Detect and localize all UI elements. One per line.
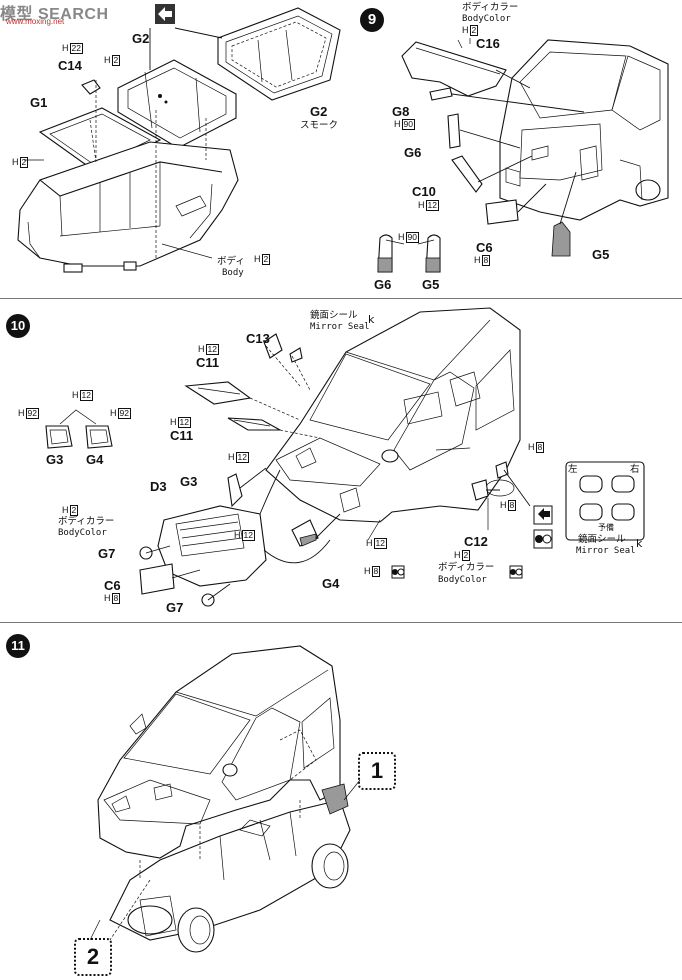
watermark-brand: 模型 SEARCH — [0, 6, 109, 23]
bodycolor-jp: ボディカラー — [462, 2, 519, 13]
bodycolor-jp: ボディカラー — [58, 516, 115, 527]
part-c14: C14 — [58, 58, 82, 73]
mirror-seal-k: k — [368, 313, 375, 326]
body-label-jp: ボディ — [217, 256, 245, 267]
step10-drawing — [45, 307, 645, 607]
color-swatch-icon — [391, 505, 553, 579]
mirror-seal-jp: 鏡面シール — [578, 534, 626, 545]
part-c11-bottom: C11 — [170, 428, 194, 443]
bodycolor-en: BodyColor — [58, 528, 107, 538]
seal-right: 右 — [630, 464, 640, 475]
part-g3-lamp: G3 — [180, 474, 198, 489]
section-divider — [0, 298, 682, 299]
mirror-seal-en: Mirror Seal — [310, 322, 370, 332]
step11-drawing — [89, 645, 361, 953]
seal-left: 左 — [568, 464, 578, 475]
smoke-label: スモーク — [300, 120, 339, 131]
part-g2-clear: G2 — [132, 31, 150, 46]
section-divider — [0, 622, 682, 623]
part-d3: D3 — [150, 479, 167, 494]
step9-drawing — [377, 38, 669, 273]
subassembly-1-box: 1 — [358, 752, 396, 790]
part-c16: C16 — [476, 36, 500, 51]
part-g6: G6 — [404, 145, 422, 160]
part-c10: C10 — [412, 184, 436, 199]
part-c6: C6 — [476, 240, 493, 255]
bodycolor-en: BodyColor — [438, 575, 487, 585]
part-g7-bottom: G7 — [166, 600, 184, 615]
watermark-icon — [155, 4, 175, 24]
part-g7-top: G7 — [98, 546, 116, 561]
subassembly-2-box: 2 — [74, 938, 112, 976]
mirror-seal-en: Mirror Seal — [576, 546, 636, 556]
bodycolor-jp: ボディカラー — [438, 562, 495, 573]
step8-drawing — [17, 7, 341, 273]
mirror-seal-jp: 鏡面シール — [310, 310, 358, 321]
part-g4: G4 — [86, 452, 104, 467]
part-g6-bottom: G6 — [374, 277, 392, 292]
part-c6: C6 — [104, 578, 121, 593]
part-g5: G5 — [592, 247, 610, 262]
part-g2-smoke: G2 — [310, 104, 328, 119]
part-c13: C13 — [246, 331, 270, 346]
part-c12: C12 — [464, 534, 488, 549]
part-c11-top: C11 — [196, 355, 220, 370]
step-number-9: 9 — [360, 8, 384, 32]
part-g1: G1 — [30, 95, 48, 110]
mirror-seal-k: k — [636, 537, 643, 550]
part-g8: G8 — [392, 104, 410, 119]
seal-spare: 予備 — [598, 523, 614, 532]
part-g4-lamp: G4 — [322, 576, 340, 591]
step-number-10: 10 — [6, 314, 30, 338]
watermark-site: www.moxing.net — [6, 17, 65, 26]
bodycolor-en: BodyColor — [462, 14, 511, 24]
part-g5-bottom: G5 — [422, 277, 440, 292]
step-number-11: 11 — [6, 634, 30, 658]
body-label-en: Body — [222, 268, 244, 278]
part-g3: G3 — [46, 452, 64, 467]
